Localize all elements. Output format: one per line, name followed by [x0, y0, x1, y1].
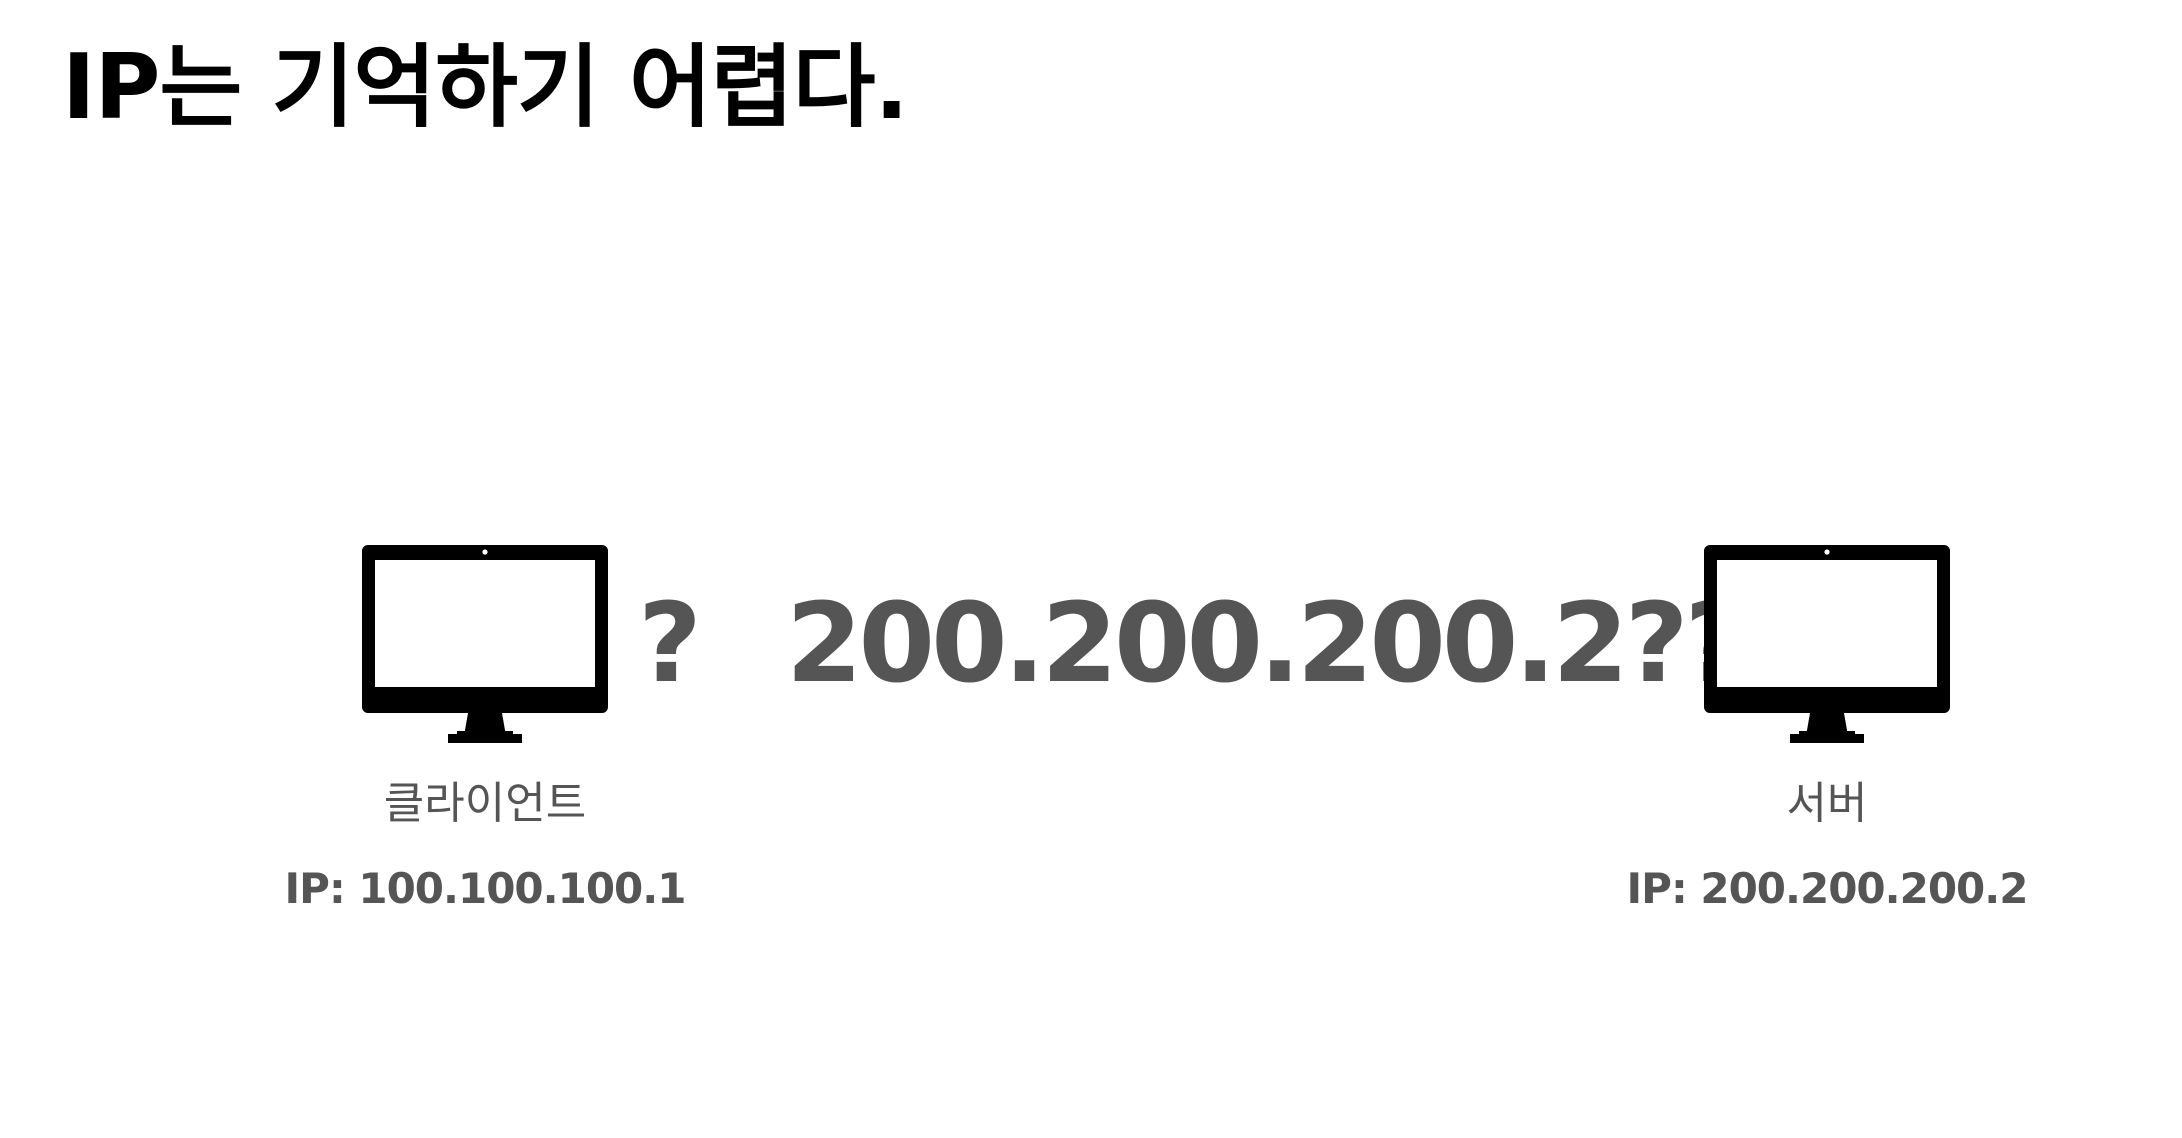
slide-title: IP는 기억하기 어렵다. — [62, 35, 909, 140]
server-monitor-icon — [1704, 545, 1950, 745]
server-ip-address: IP: 200.200.200.2 — [1626, 864, 2029, 913]
question-mark: ? — [638, 579, 702, 707]
client-monitor-icon — [362, 545, 608, 745]
client-ip-address: IP: 100.100.100.1 — [284, 864, 687, 913]
server-label: 서버 — [1786, 778, 1868, 829]
guessed-ip-address: 200.200.200.2??? — [786, 579, 1808, 707]
client-label: 클라이언트 — [383, 778, 587, 829]
